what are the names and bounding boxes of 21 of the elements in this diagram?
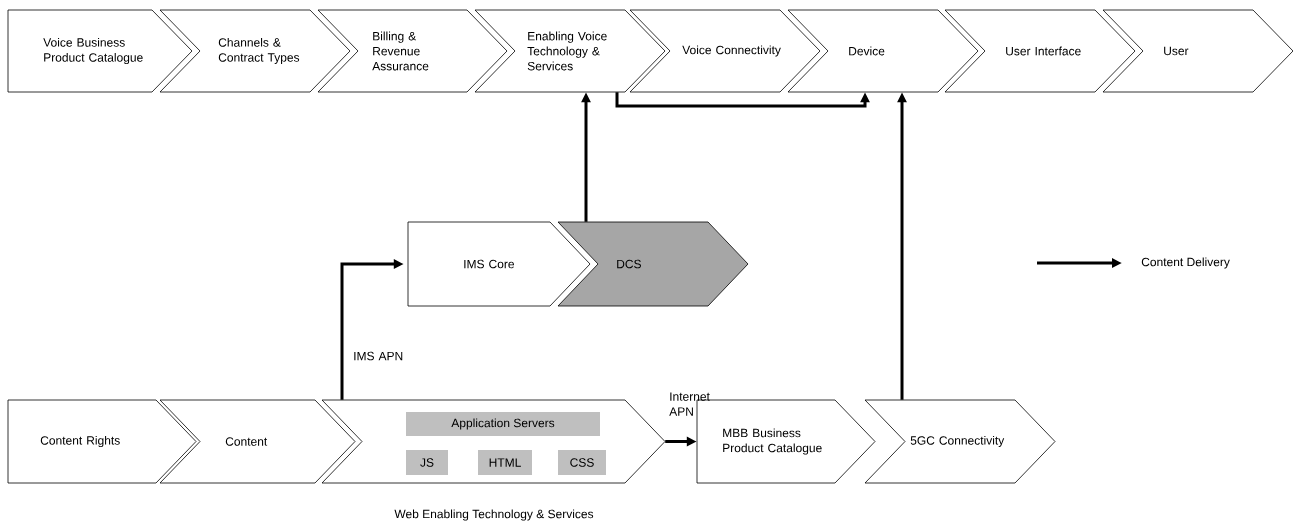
process-box: Content — [159, 399, 356, 484]
process-box: IMS Core — [407, 221, 591, 307]
process-box: Billing & Revenue Assurance — [317, 9, 508, 93]
process-box: Device — [787, 9, 979, 93]
process-box: Enabling Voice Technology & Services — [474, 9, 666, 93]
edge-label: IMS APN — [354, 351, 403, 361]
technology-box: JS — [406, 450, 448, 475]
technology-box: HTML — [478, 450, 532, 475]
process-box: Voice Business Product Catalogue — [7, 9, 193, 93]
legend-text: Content Delivery — [1141, 257, 1230, 269]
process-box: Channels & Contract Types — [159, 9, 351, 93]
process-box: Voice Connectivity — [629, 9, 821, 93]
process-box: Content Rights — [7, 399, 197, 484]
arrow — [615, 92, 870, 108]
technology-box: Application Servers — [406, 412, 600, 436]
process-box: 5GC Connectivity — [864, 399, 1056, 484]
process-box: User — [1102, 9, 1293, 93]
technology-box: CSS — [558, 450, 606, 475]
process-box: User Interface — [944, 9, 1136, 93]
node-label: Web Enabling Technology & Services — [394, 509, 594, 521]
process-box: DCS — [557, 221, 749, 307]
